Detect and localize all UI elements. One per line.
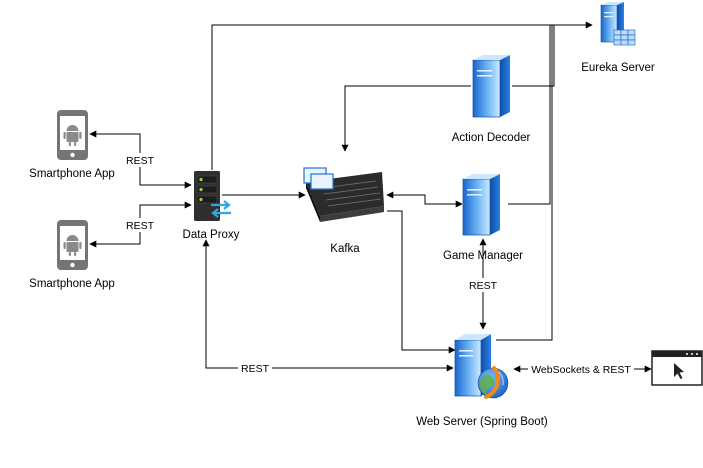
edge-label-proxy-web: REST [241,363,270,375]
action-decoder-label: Action Decoder [452,132,531,144]
edge-labels: REST REST REST REST WebSockets & REST [124,153,634,376]
node-game-manager[interactable]: Game Manager [443,174,523,262]
node-smartphone-app-1[interactable]: Smartphone App [29,110,115,180]
globe-icon [477,366,509,399]
kafka-broker-icon [303,167,384,222]
server-icon [462,174,500,236]
kafka-label: Kafka [330,243,360,255]
sync-arrows-icon [211,200,231,218]
edge-decoder-kafka[interactable] [341,85,471,152]
server-cluster-icon [600,2,636,46]
game-manager-label: Game Manager [443,250,523,262]
smartphone-app-1-label: Smartphone App [29,168,115,180]
edge-label-web-browser: WebSockets & REST [531,364,631,376]
edge-label-phone1-proxy: REST [126,155,155,167]
cursor-icon [674,363,684,379]
web-server-icon [454,334,509,399]
edge-proxy-eureka[interactable] [211,21,593,170]
browser-window-icon [651,350,703,386]
server-icon [472,55,510,118]
data-proxy-label: Data Proxy [183,229,240,241]
android-phone-icon [57,220,88,270]
node-browser[interactable] [651,350,703,386]
node-smartphone-app-2[interactable]: Smartphone App [29,220,115,290]
edge-label-phone2-proxy: REST [126,220,155,232]
edge-kafka-game[interactable] [386,191,463,208]
android-phone-icon [57,110,88,160]
node-data-proxy[interactable]: Data Proxy [183,171,240,241]
node-eureka-server[interactable]: Eureka Server [581,2,655,74]
edge-game-eureka [508,25,551,205]
eureka-server-label: Eureka Server [581,62,655,74]
web-server-label: Web Server (Spring Boot) [416,416,548,428]
node-web-server[interactable]: Web Server (Spring Boot) [416,334,548,428]
smartphone-app-2-label: Smartphone App [29,278,115,290]
proxy-server-icon [194,171,231,221]
node-action-decoder[interactable]: Action Decoder [452,55,531,144]
edge-decoder-eureka [512,25,555,87]
edge-web-eureka [496,25,553,341]
edge-kafka-web[interactable] [387,210,456,354]
node-kafka[interactable]: Kafka [303,167,384,255]
edge-proxy-web[interactable] [202,239,454,372]
edge-label-game-web: REST [469,280,498,292]
